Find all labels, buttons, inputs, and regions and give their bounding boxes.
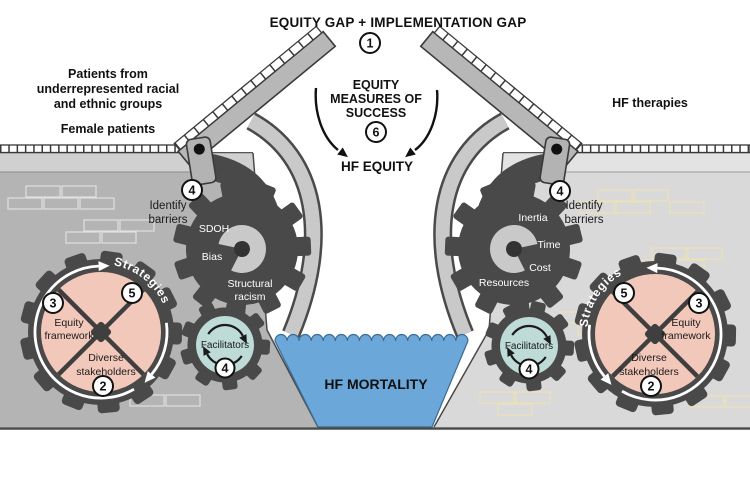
- step-badge-strategies-right: 5: [613, 282, 635, 304]
- svg-text:EQUITY: EQUITY: [353, 78, 400, 92]
- facilitators-label-left: Facilitators: [201, 340, 249, 351]
- pivot-post-left: [185, 136, 217, 186]
- equity-measures-label: EQUITY MEASURES OF SUCCESS: [330, 78, 422, 120]
- svg-text:SUCCESS: SUCCESS: [346, 106, 406, 120]
- svg-text:4: 4: [557, 184, 564, 198]
- strategy-wheel-right: Strategies Equity framework Diverse stak…: [574, 252, 737, 415]
- svg-text:barriers: barriers: [565, 214, 604, 226]
- hf-mortality-label: HF MORTALITY: [324, 376, 428, 392]
- step-badge-stakeholders-right: 2: [640, 375, 662, 397]
- hf-equity-label: HF EQUITY: [341, 159, 413, 174]
- svg-text:4: 4: [526, 362, 533, 376]
- svg-text:Patients from: Patients from: [68, 67, 148, 81]
- svg-text:MEASURES OF: MEASURES OF: [330, 92, 422, 106]
- identify-barriers-right: Identify barriers: [565, 200, 604, 226]
- svg-text:barriers: barriers: [149, 214, 188, 226]
- step-badge-facilitators-right: 4: [518, 358, 540, 380]
- svg-text:Resources: Resources: [479, 277, 529, 289]
- right-railing: [564, 144, 750, 154]
- svg-text:Diverse: Diverse: [88, 352, 124, 364]
- svg-text:framework: framework: [661, 330, 711, 342]
- svg-text:Structural: Structural: [228, 278, 273, 290]
- svg-text:Inertia: Inertia: [518, 212, 547, 224]
- step-badge-barriers-right: 4: [549, 180, 571, 202]
- svg-text:2: 2: [648, 379, 655, 393]
- step-badge-framework-left: 3: [42, 292, 64, 314]
- svg-text:3: 3: [696, 296, 703, 310]
- curved-arrow-left: [314, 87, 348, 158]
- svg-text:1: 1: [367, 36, 374, 50]
- svg-text:Equity: Equity: [671, 317, 701, 329]
- svg-text:framework: framework: [44, 330, 94, 342]
- left-arc-track: [246, 112, 323, 338]
- svg-text:Bias: Bias: [202, 251, 222, 263]
- wave-scallops: [274, 333, 469, 428]
- step-badge-stakeholders-left: 2: [92, 375, 114, 397]
- svg-text:Time: Time: [538, 239, 561, 251]
- svg-text:SDOH: SDOH: [199, 223, 229, 235]
- svg-text:racism: racism: [235, 291, 266, 303]
- svg-text:Cost: Cost: [529, 262, 551, 274]
- step-badge-strategies-left: 5: [121, 282, 143, 304]
- svg-text:underrepresented racial: underrepresented racial: [37, 82, 179, 96]
- pivot-post-right: [539, 136, 571, 186]
- left-railing: [0, 144, 198, 154]
- curved-arrow-right: [405, 89, 439, 158]
- water: HF MORTALITY: [274, 333, 469, 428]
- svg-text:2: 2: [100, 379, 107, 393]
- barrier-gear-left-terms: SDOH Bias Structural racism: [199, 223, 273, 303]
- svg-text:4: 4: [189, 183, 196, 197]
- populations-label: Patients from underrepresented racial an…: [37, 67, 179, 136]
- svg-text:6: 6: [373, 125, 380, 139]
- svg-text:Identify: Identify: [149, 200, 186, 212]
- female-patients-label: Female patients: [61, 122, 156, 136]
- step-badge-1: 1: [359, 32, 381, 54]
- right-arc-track: [433, 112, 510, 338]
- svg-text:4: 4: [222, 361, 229, 375]
- hf-therapies-label: HF therapies: [612, 96, 688, 110]
- step-badge-6: 6: [365, 121, 387, 143]
- svg-text:5: 5: [129, 286, 136, 300]
- svg-text:Equity: Equity: [54, 317, 84, 329]
- facilitators-label-right: Facilitators: [505, 341, 553, 352]
- page-title: EQUITY GAP + IMPLEMENTATION GAP: [270, 15, 527, 30]
- svg-text:5: 5: [621, 286, 628, 300]
- svg-text:3: 3: [50, 296, 57, 310]
- step-badge-framework-right: 3: [688, 292, 710, 314]
- svg-text:stakeholders: stakeholders: [76, 366, 136, 378]
- barrier-gear-right-terms: Inertia Time Cost Resources: [479, 212, 561, 289]
- step-badge-facilitators-left: 4: [214, 357, 236, 379]
- svg-text:Identify: Identify: [565, 200, 602, 212]
- identify-barriers-left: Identify barriers: [149, 200, 188, 226]
- step-badge-barriers-left: 4: [181, 179, 203, 201]
- svg-text:Diverse: Diverse: [631, 352, 667, 364]
- svg-text:stakeholders: stakeholders: [619, 366, 679, 378]
- svg-text:and ethnic groups: and ethnic groups: [54, 97, 162, 111]
